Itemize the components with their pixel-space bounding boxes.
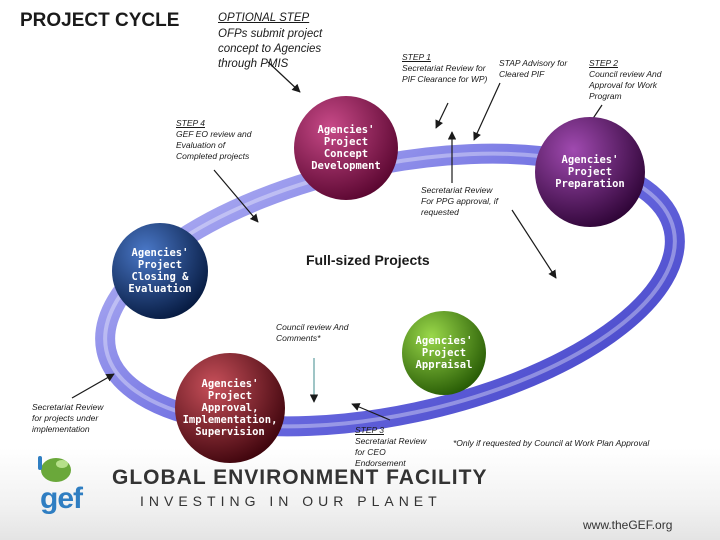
footer-band: [0, 448, 720, 540]
footnote: *Only if requested by Council at Work Pl…: [453, 438, 650, 448]
step2-heading: STEP 2: [589, 58, 618, 68]
tagline: INVESTING IN OUR PLANET: [140, 493, 442, 509]
stap-text: STAP Advisory for Cleared PIF: [499, 58, 568, 79]
step2-text: Council review And Approval for Work Pro…: [589, 69, 662, 101]
node-preparation-disc: [535, 117, 645, 227]
center-label: Full-sized Projects: [306, 252, 430, 268]
step3-text: Secretariat Review for CEO Endorsement: [355, 436, 427, 468]
arrow-stap: [473, 82, 501, 141]
step4-heading: STEP 4: [176, 118, 205, 128]
node-preparation-label: Agencies' Project Preparation: [555, 154, 625, 190]
gef-logo-leaf-icon: [38, 456, 71, 482]
ppg-text: Secretariat Review For PPG approval, if …: [421, 185, 499, 217]
node-approval-disc: [175, 353, 285, 463]
step1-heading: STEP 1: [402, 52, 431, 62]
implementation-text: Secretariat Review for projects under im…: [32, 402, 104, 434]
arrow-optional-step: [267, 61, 301, 93]
node-appraisal-disc: [402, 311, 486, 395]
gef-logo-word: gef: [40, 482, 83, 515]
website-link[interactable]: www.theGEF.org: [583, 518, 673, 532]
optional-step-heading: OPTIONAL STEP: [218, 12, 310, 24]
arrow-step4: [213, 169, 259, 223]
page-title: PROJECT CYCLE: [20, 10, 180, 31]
node-development-disc: [294, 96, 398, 200]
node-development: Agencies' Project Concept Development: [294, 96, 398, 200]
node-closing-disc: [112, 223, 208, 319]
optional-step-text: OFPs submit project concept to Agencies …: [218, 28, 323, 70]
node-preparation: Agencies' Project Preparation: [535, 117, 645, 227]
node-closing: Agencies' Project Closing & Evaluation: [112, 223, 208, 319]
node-approval: Agencies' Project Approval, Implementati…: [175, 353, 285, 463]
arrow-step1: [435, 102, 449, 129]
step3-heading: STEP 3: [355, 425, 384, 435]
node-development-label: Agencies' Project Concept Development: [311, 124, 381, 172]
arrow-preparation-to-appraisal: [511, 209, 557, 279]
arrow-step3: [351, 403, 391, 421]
step1-text: Secretariat Review for PIF Clearance for…: [402, 63, 488, 84]
node-appraisal: Agencies' Project Appraisal: [402, 311, 486, 395]
council-comments-text: Council review And Comments*: [276, 322, 349, 343]
arrow-implementation: [71, 373, 115, 399]
step4-text: GEF EO review and Evaluation of Complete…: [176, 129, 252, 161]
node-closing-label: Agencies' Project Closing & Evaluation: [128, 247, 192, 295]
node-appraisal-label: Agencies' Project Appraisal: [415, 335, 473, 371]
org-name: GLOBAL ENVIRONMENT FACILITY: [112, 466, 488, 489]
node-approval-label: Agencies' Project Approval, Implementati…: [182, 378, 278, 438]
